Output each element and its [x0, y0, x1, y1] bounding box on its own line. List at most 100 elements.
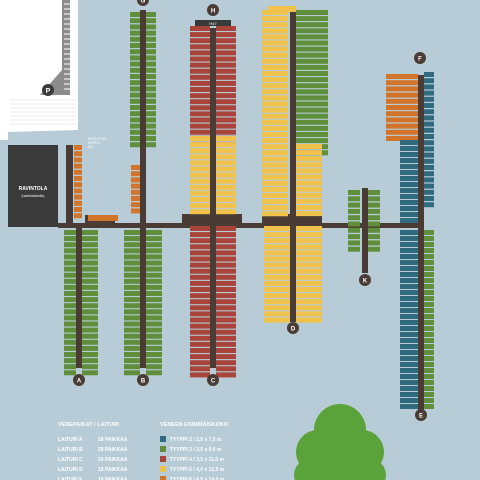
slip-A[interactable]: [64, 242, 76, 248]
slip-G[interactable]: [130, 117, 140, 123]
slip-G[interactable]: [130, 24, 140, 30]
pier-marker-K[interactable]: K: [359, 274, 371, 286]
slip-B[interactable]: [124, 297, 140, 303]
pier-marker-B[interactable]: B: [137, 374, 149, 386]
slip-C[interactable]: [190, 329, 210, 335]
slip-G[interactable]: [130, 74, 140, 79]
slip-K[interactable]: [348, 240, 360, 246]
slip-connector[interactable]: [74, 151, 82, 157]
slip-F-blue[interactable]: [400, 188, 418, 193]
slip-B[interactable]: [124, 321, 140, 327]
slip-A[interactable]: [64, 327, 76, 333]
slip-A[interactable]: [82, 272, 98, 278]
slip-D-left[interactable]: [262, 40, 288, 46]
slip-C[interactable]: [216, 354, 236, 360]
slip-C[interactable]: [216, 348, 236, 353]
slip-A[interactable]: [64, 364, 76, 370]
slip-E-green[interactable]: [424, 398, 434, 403]
slip-B[interactable]: [146, 333, 162, 339]
slip-K[interactable]: [348, 234, 360, 240]
slip-C[interactable]: [190, 238, 210, 244]
slip-A[interactable]: [82, 345, 98, 351]
slip-D-right[interactable]: [296, 101, 328, 107]
slip-A[interactable]: [82, 254, 98, 260]
slip-A[interactable]: [82, 339, 98, 345]
slip-A[interactable]: [64, 291, 76, 296]
slip-G[interactable]: [146, 117, 156, 123]
slip-D-lower[interactable]: [264, 232, 290, 238]
slip-D-lower[interactable]: [264, 299, 290, 305]
slip-K[interactable]: [368, 227, 380, 233]
slip-D-lower[interactable]: [296, 238, 322, 244]
slip-E-blue[interactable]: [400, 242, 418, 247]
slip-D-right[interactable]: [296, 83, 328, 89]
slip-C[interactable]: [190, 250, 210, 256]
slip-H[interactable]: [190, 50, 210, 56]
slip-D-lower[interactable]: [296, 305, 322, 311]
slip-F-blue[interactable]: [400, 164, 418, 169]
slip-H[interactable]: [216, 50, 236, 56]
slip-D-lower[interactable]: [296, 268, 322, 274]
slip-A[interactable]: [82, 260, 98, 266]
slip-E-blue[interactable]: [400, 302, 418, 307]
slip-K[interactable]: [348, 227, 360, 233]
slip-connector[interactable]: [74, 194, 82, 200]
slip-B[interactable]: [146, 291, 162, 296]
restaurant-building[interactable]: RAVINTOLA (ravintolahuilu): [8, 145, 58, 227]
slip-D-lower[interactable]: [264, 256, 290, 262]
slip-E-green[interactable]: [424, 332, 434, 337]
slip-F-blue[interactable]: [400, 146, 418, 151]
slip-E-blue[interactable]: [400, 326, 418, 331]
slip-A[interactable]: [82, 370, 98, 376]
slip-D-right[interactable]: [296, 10, 328, 15]
slip-B[interactable]: [146, 352, 162, 357]
slip-A[interactable]: [64, 284, 76, 290]
slip-A[interactable]: [64, 315, 76, 321]
slip-D-lower[interactable]: [296, 311, 322, 317]
slip-A[interactable]: [82, 364, 98, 370]
slip-G[interactable]: [146, 36, 156, 42]
slip-H-yellow[interactable]: [216, 154, 236, 160]
slip-H-yellow[interactable]: [216, 197, 236, 202]
slip-G[interactable]: [146, 30, 156, 36]
slip-F-right[interactable]: [424, 158, 434, 164]
slip-D-lower[interactable]: [296, 262, 322, 268]
slip-D-lower[interactable]: [264, 317, 290, 323]
slip-G[interactable]: [146, 136, 156, 141]
slip-G[interactable]: [130, 55, 140, 61]
slip-K[interactable]: [348, 246, 360, 252]
slip-F-right[interactable]: [424, 134, 434, 139]
slip-D-lower[interactable]: [296, 226, 322, 231]
slip-C[interactable]: [216, 232, 236, 238]
slip-D-right[interactable]: [296, 77, 328, 83]
slip-B[interactable]: [146, 339, 162, 345]
slip-C[interactable]: [216, 250, 236, 256]
parking-marker[interactable]: P: [42, 84, 54, 96]
slip-C[interactable]: [216, 256, 236, 262]
slip-H-yellow[interactable]: [190, 136, 210, 141]
slip-D-right[interactable]: [296, 64, 328, 70]
slip-A[interactable]: [64, 345, 76, 351]
slip-E-blue[interactable]: [400, 320, 418, 325]
slip-A[interactable]: [82, 315, 98, 321]
slip-E-green[interactable]: [424, 344, 434, 349]
slip-F[interactable]: [386, 117, 418, 123]
slip-G-lower[interactable]: [131, 183, 140, 189]
slip-K[interactable]: [348, 215, 360, 221]
slip-H-yellow[interactable]: [216, 209, 236, 215]
slip-D-lower[interactable]: [264, 268, 290, 274]
slip-H[interactable]: [190, 123, 210, 129]
slip-G[interactable]: [146, 61, 156, 67]
slip-E-blue[interactable]: [400, 278, 418, 283]
slip-G[interactable]: [146, 12, 156, 17]
slip-G-lower[interactable]: [131, 208, 140, 214]
slip-C[interactable]: [190, 287, 210, 292]
slip-H[interactable]: [190, 74, 210, 80]
slip-A[interactable]: [82, 321, 98, 327]
slip-K[interactable]: [368, 190, 380, 195]
slip-H-yellow[interactable]: [190, 160, 210, 166]
slip-K[interactable]: [368, 202, 380, 208]
slip-F-right[interactable]: [424, 152, 434, 158]
slip-B[interactable]: [146, 297, 162, 303]
slip-F-right[interactable]: [424, 90, 434, 96]
